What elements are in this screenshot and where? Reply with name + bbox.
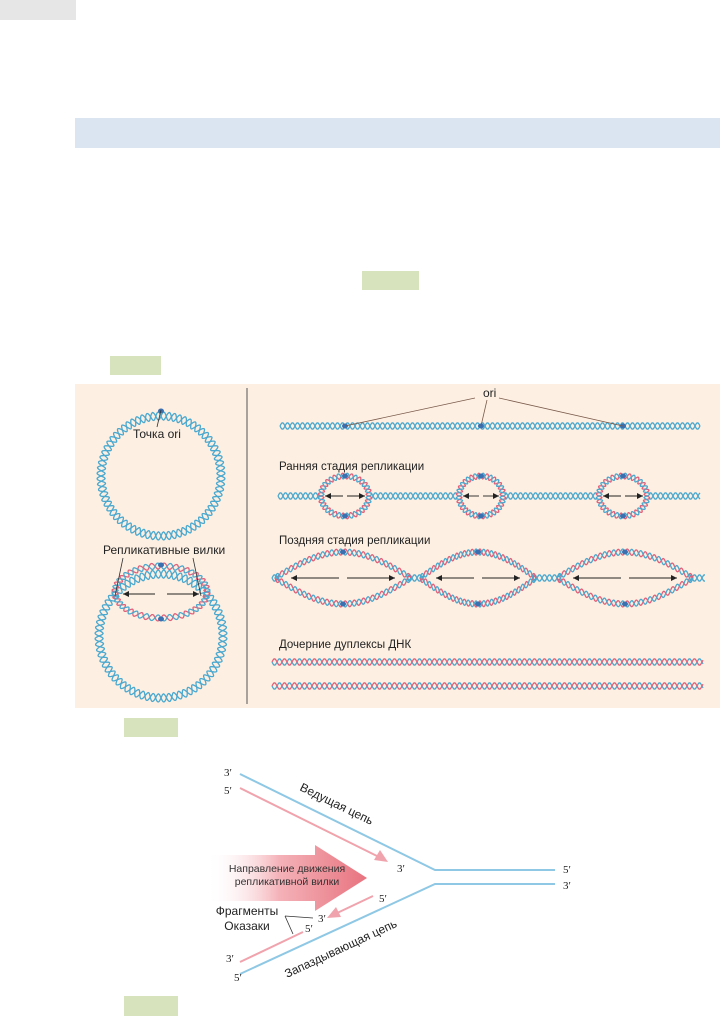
late-stage-label: Поздняя стадия репликации <box>279 535 430 547</box>
arrowhead <box>389 575 395 581</box>
okazaki-arrowhead <box>327 907 341 918</box>
arrowhead <box>359 493 365 499</box>
daughter-duplex <box>271 658 704 666</box>
arrowhead <box>123 591 129 597</box>
ori-point-pointer <box>156 409 162 428</box>
ori-marker <box>622 601 628 607</box>
ori-point-label: Точка ori <box>133 427 181 441</box>
ori-marker <box>478 513 484 519</box>
end-label: 5′ <box>379 893 387 905</box>
replication-bubble <box>317 472 373 520</box>
unreplicated-dna <box>279 422 701 430</box>
bubble-mask <box>457 474 505 518</box>
arrowhead <box>463 493 469 499</box>
bubble-mask <box>279 550 407 606</box>
fork-direction-arrow <box>207 845 367 911</box>
daughter-duplex <box>271 658 704 666</box>
ori-marker <box>340 601 346 607</box>
direction-label-line1: Направление движения <box>229 863 345 875</box>
circular-chromosome-replicating <box>94 569 228 703</box>
end-label: 5′ <box>234 972 242 984</box>
arrowhead <box>637 493 643 499</box>
okazaki-fragment <box>334 895 374 915</box>
ori-marker <box>342 513 348 519</box>
end-label: 3′ <box>563 880 571 892</box>
ori-marker <box>342 473 348 479</box>
replication-forks-label: Репликативные вилки <box>103 543 225 557</box>
parental-strand-bottom <box>239 883 555 975</box>
ori-marker <box>158 616 164 622</box>
arrowhead <box>493 493 499 499</box>
ori-pointer <box>498 397 624 427</box>
bubble-mask <box>319 474 371 518</box>
highlight-tag <box>110 356 161 375</box>
figure-caption-tag <box>124 718 178 737</box>
bubble-mask <box>424 550 532 606</box>
fork-pointer <box>114 557 124 597</box>
arrowhead <box>325 493 331 499</box>
ori-marker <box>475 549 481 555</box>
replication-origins-figure: Точка ori Репликативные вилки ori Ранняя… <box>75 384 720 708</box>
end-label: 5′ <box>224 785 232 797</box>
replication-bubble <box>111 562 211 622</box>
arrowhead <box>291 575 297 581</box>
end-label: 3′ <box>397 863 405 875</box>
corner-tab <box>0 0 76 20</box>
okazaki-pointer <box>284 915 314 919</box>
circular-chromosome-replicating <box>94 569 228 703</box>
ori-marker <box>620 473 626 479</box>
ori-marker <box>620 513 626 519</box>
daughter-duplex <box>271 682 704 690</box>
ori-marker <box>622 549 628 555</box>
daughter-duplex <box>271 682 704 690</box>
replication-bubble <box>455 472 507 520</box>
end-label: 3′ <box>318 913 326 925</box>
arrowhead <box>573 575 579 581</box>
ori-pointer <box>344 397 476 427</box>
early-stage-label: Ранняя стадия репликации <box>279 461 424 473</box>
lagging-strand-label: Запаздывающая цепь <box>282 916 399 980</box>
replication-bubble <box>111 562 211 622</box>
highlight-tag <box>362 271 419 290</box>
ori-pointer <box>480 399 488 427</box>
ori-marker <box>158 562 164 568</box>
direction-label-line2: репликативной вилки <box>235 876 340 888</box>
arrowhead <box>193 591 199 597</box>
ori-marker <box>340 549 346 555</box>
parental-strand-top <box>239 773 555 871</box>
arrowhead <box>436 575 442 581</box>
circular-chromosome <box>96 411 226 541</box>
figure-caption-tag <box>124 996 178 1016</box>
arrowhead <box>671 575 677 581</box>
okazaki-label-line1: Фрагменты <box>216 904 279 918</box>
bubble-mask <box>561 550 689 606</box>
daughter-duplexes-label: Дочерние дуплексы ДНК <box>279 639 411 651</box>
okazaki-pointer <box>284 915 294 935</box>
end-label: 5′ <box>305 923 313 935</box>
fork-pointer <box>192 557 202 597</box>
ori-marker <box>475 601 481 607</box>
replication-fork-figure: Направление движения репликативной вилки… <box>195 752 595 990</box>
end-label: 5′ <box>563 864 571 876</box>
okazaki-label-line2: Оказаки <box>224 919 270 933</box>
replication-origins-diagram: Точка ori Репликативные вилки ori Ранняя… <box>94 386 705 704</box>
ori-label: ori <box>483 386 496 400</box>
arrowhead <box>514 575 520 581</box>
replication-fork-diagram: Направление движения репликативной вилки… <box>207 767 571 984</box>
section-header-bar <box>75 118 720 148</box>
ori-marker <box>478 473 484 479</box>
arrowhead <box>603 493 609 499</box>
leading-strand <box>239 787 382 859</box>
okazaki-fragment <box>239 931 304 963</box>
replication-bubble <box>595 472 651 520</box>
leading-strand-arrowhead <box>374 850 388 862</box>
bubble-mask <box>597 474 649 518</box>
end-label: 3′ <box>226 953 234 965</box>
end-label: 3′ <box>224 767 232 779</box>
